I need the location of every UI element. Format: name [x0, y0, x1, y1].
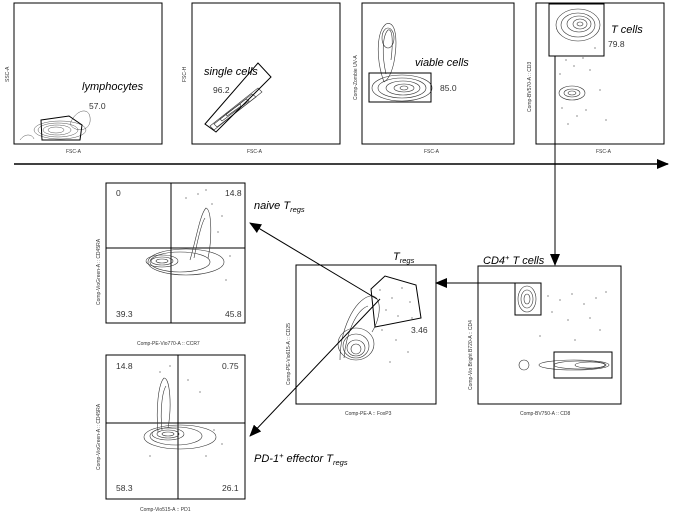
plot-frame [535, 2, 665, 145]
gate-percent: 3.46 [411, 325, 428, 335]
gate-label-sub: regs [290, 205, 305, 214]
plot-frame [295, 264, 437, 405]
gate [40, 115, 83, 141]
plot-single-cells: FSC-H FSC-A single cells 96.2 [182, 2, 341, 155]
plot-tregs: Comp-PE-Vio615-A :: CD25 Comp-PE-A :: Fo… [286, 251, 437, 417]
scatter-dots [149, 365, 223, 457]
plot-frame [105, 182, 246, 324]
quadrant-bl: 39.3 [116, 309, 133, 319]
contours [209, 87, 263, 131]
y-axis-label: Comp-BV570-A :: CD3 [527, 61, 533, 112]
plot-lymphocytes: SSC-A FSC-A lymphocytes 57.0 [5, 2, 163, 155]
scatter-dots [539, 291, 607, 341]
gate-label: lymphocytes [82, 81, 144, 93]
y-axis-label: Comp-VioGreen-A :: CD45RA [96, 238, 102, 305]
gate-cd4 [514, 282, 542, 316]
gate-label-sup: + [279, 451, 284, 460]
contours [337, 295, 380, 361]
gate-label-main: CD4 [483, 255, 505, 267]
contours [143, 377, 217, 450]
gate-label: naive Tregs [254, 200, 305, 214]
gate-percent: 57.0 [89, 101, 106, 111]
contours [555, 8, 601, 101]
plot-frame [191, 2, 341, 145]
x-axis-label: Comp-PE-A :: FoxP3 [345, 411, 392, 417]
plot-naive-tregs: Comp-VioGreen-A :: CD45RA Comp-PE-Vio770… [96, 182, 305, 347]
x-axis-label: FSC-A [66, 149, 82, 155]
y-axis-label: SSC-A [5, 66, 11, 82]
plot-frame [105, 354, 246, 500]
gate-label-mid: effector T [283, 453, 334, 465]
gate-label-main: T [393, 251, 401, 263]
gate-label-sub: regs [333, 458, 348, 467]
gate-percent: 96.2 [213, 85, 230, 95]
gate-cd8 [553, 351, 613, 379]
x-axis-label: FSC-A [247, 149, 263, 155]
flow-arrow-naive [249, 222, 378, 300]
scatter-dots [185, 189, 231, 281]
gate-label-sub: regs [400, 256, 415, 265]
gate-percent: 79.8 [608, 39, 625, 49]
gate-label: Tregs [393, 251, 415, 265]
contours [371, 23, 433, 102]
gate [548, 3, 605, 57]
x-axis-label: Comp-Vio515-A :: PD1 [140, 507, 191, 513]
x-axis-label: Comp-PE-Vio770-A :: CCR7 [137, 341, 200, 347]
plot-pd1-effector-tregs: Comp-VioGreen-A :: CD45RA Comp-Vio515-A … [96, 354, 348, 513]
quadrant-tr: 0.75 [222, 361, 239, 371]
gate [368, 72, 432, 103]
gate-label-suffix: T cells [509, 255, 544, 267]
quadrant-tr: 14.8 [225, 188, 242, 198]
gate [370, 275, 422, 328]
plot-cd4-t-cells: Comp-Vio Bright B720-A :: CD4 Comp-BV750… [468, 253, 622, 417]
x-axis-label: FSC-A [424, 149, 440, 155]
y-axis-label: Comp-Zombie UV-A [353, 55, 359, 100]
plot-frame [361, 2, 515, 145]
gate [204, 62, 272, 133]
plot-viable-cells: Comp-Zombie UV-A FSC-A viable cells 85.0 [353, 2, 515, 155]
scatter-dots [559, 47, 607, 125]
gate-label: CD4+ T cells [483, 253, 545, 267]
gate-label: PD-1+ effector Tregs [254, 451, 348, 467]
plot-frame [13, 2, 163, 145]
y-axis-label: FSC-H [182, 66, 188, 82]
quadrant-br: 45.8 [225, 309, 242, 319]
x-axis-label: Comp-BV750-A :: CD8 [520, 411, 571, 417]
y-axis-label: Comp-PE-Vio615-A :: CD25 [286, 323, 292, 385]
gate-label: viable cells [415, 57, 469, 69]
gate-label: single cells [204, 66, 258, 78]
gate-percent: 85.0 [440, 83, 457, 93]
contours [517, 285, 610, 371]
scatter-dots [379, 287, 413, 363]
quadrant-tl: 14.8 [116, 361, 133, 371]
quadrant-br: 26.1 [222, 483, 239, 493]
gate-label-main: naive T [254, 200, 291, 212]
y-axis-label: Comp-Vio Bright B720-A :: CD4 [468, 320, 474, 390]
x-axis-label: FSC-A [596, 149, 612, 155]
plot-t-cells: Comp-BV570-A :: CD3 FSC-A T cells 79.8 [527, 2, 665, 155]
contours [145, 207, 225, 276]
gate-label: T cells [611, 24, 643, 36]
gate-label-sup: + [505, 253, 510, 262]
contours [19, 110, 91, 141]
y-axis-label: Comp-VioGreen-A :: CD45RA [96, 403, 102, 470]
quadrant-tl: 0 [116, 188, 121, 198]
quadrant-bl: 58.3 [116, 483, 133, 493]
plot-frame [477, 265, 622, 405]
gate-label-main: PD-1 [254, 453, 279, 465]
flow-arrow-pd1 [249, 298, 381, 437]
